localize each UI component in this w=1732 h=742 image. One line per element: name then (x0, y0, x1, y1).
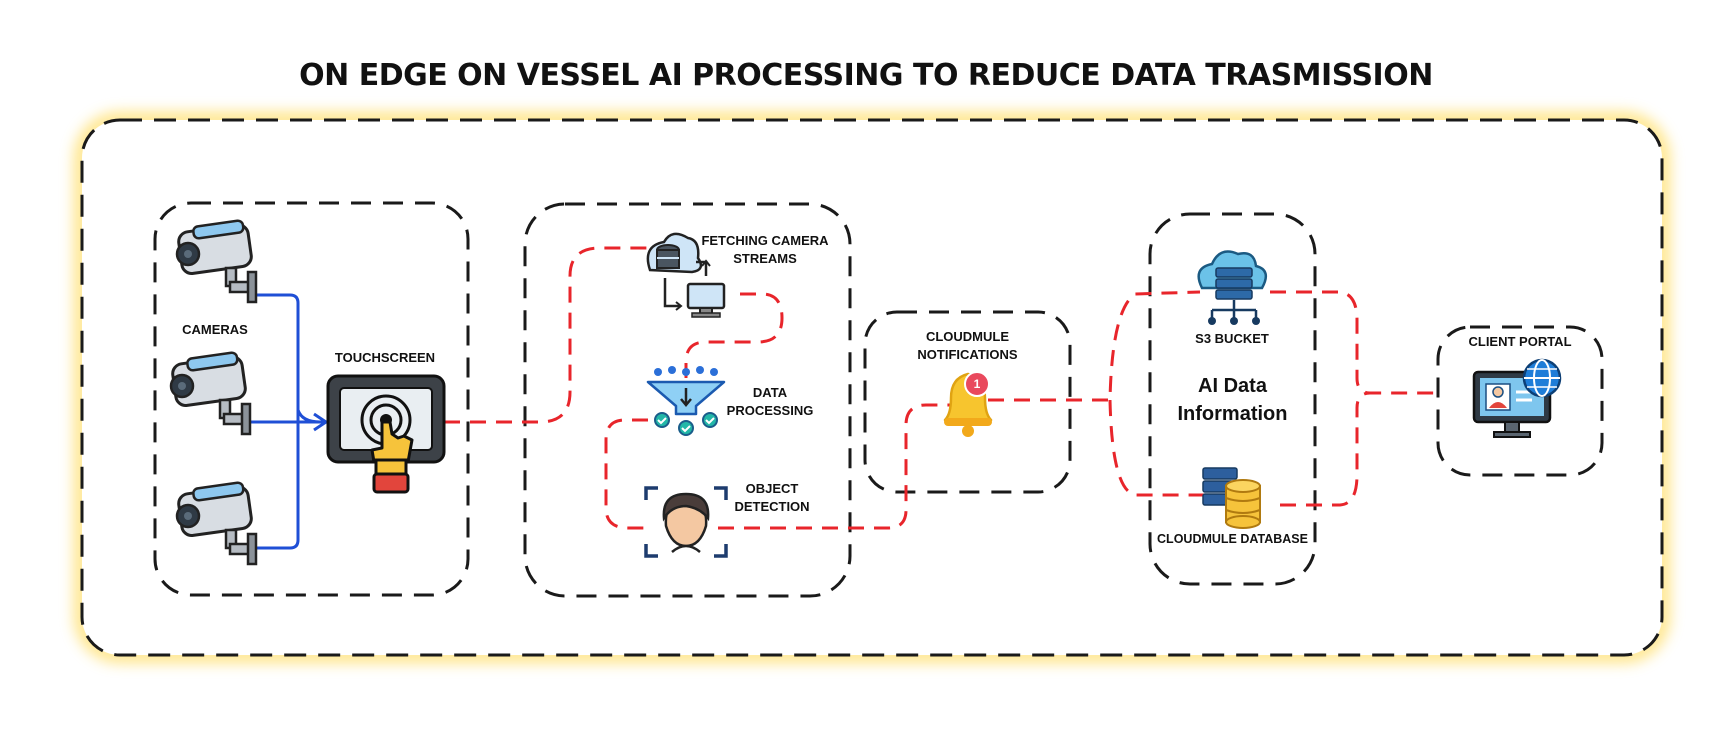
database-label: CLOUDMULE DATABASE (1157, 532, 1308, 546)
camera-icon (175, 219, 258, 304)
object-detection-label: OBJECT DETECTION (734, 481, 810, 514)
cloud-server-icon (1197, 250, 1268, 325)
cloud-sync-icon (646, 232, 726, 318)
processing-group-box (523, 202, 852, 598)
notifications-label: CLOUDMULE NOTIFICATIONS (917, 329, 1018, 362)
client-portal-label: CLIENT PORTAL (1468, 334, 1572, 349)
cameras-label: CAMERAS (182, 322, 248, 337)
s3-bucket-label: S3 BUCKET (1195, 331, 1269, 346)
database-icon (1202, 467, 1261, 529)
storage-group-box (1148, 212, 1317, 586)
client-portal-box (1436, 325, 1604, 477)
notifications-box (863, 310, 1072, 494)
data-processing-label: DATA PROCESSING (726, 385, 814, 418)
fetching-label: FETCHING CAMERA STREAMS (701, 233, 829, 266)
diagram-title: ON EDGE ON VESSEL AI PROCESSING TO REDUC… (299, 58, 1433, 93)
notification-count: 1 (973, 377, 981, 391)
data-flow-path (444, 246, 1440, 530)
face-scan-icon (644, 486, 728, 558)
filter-icon (646, 366, 726, 436)
outer-frame (74, 112, 1670, 663)
touchscreen-label: TOUCHSCREEN (334, 350, 436, 365)
camera-icon (169, 351, 252, 436)
ai-data-label: AI Data Information (1177, 375, 1288, 425)
camera-group-box (153, 201, 470, 597)
touchscreen-icon (326, 374, 446, 494)
camera-wiring (250, 293, 329, 550)
web-portal-icon (1472, 358, 1562, 438)
camera-icon (175, 481, 258, 566)
bell-icon (943, 371, 993, 437)
